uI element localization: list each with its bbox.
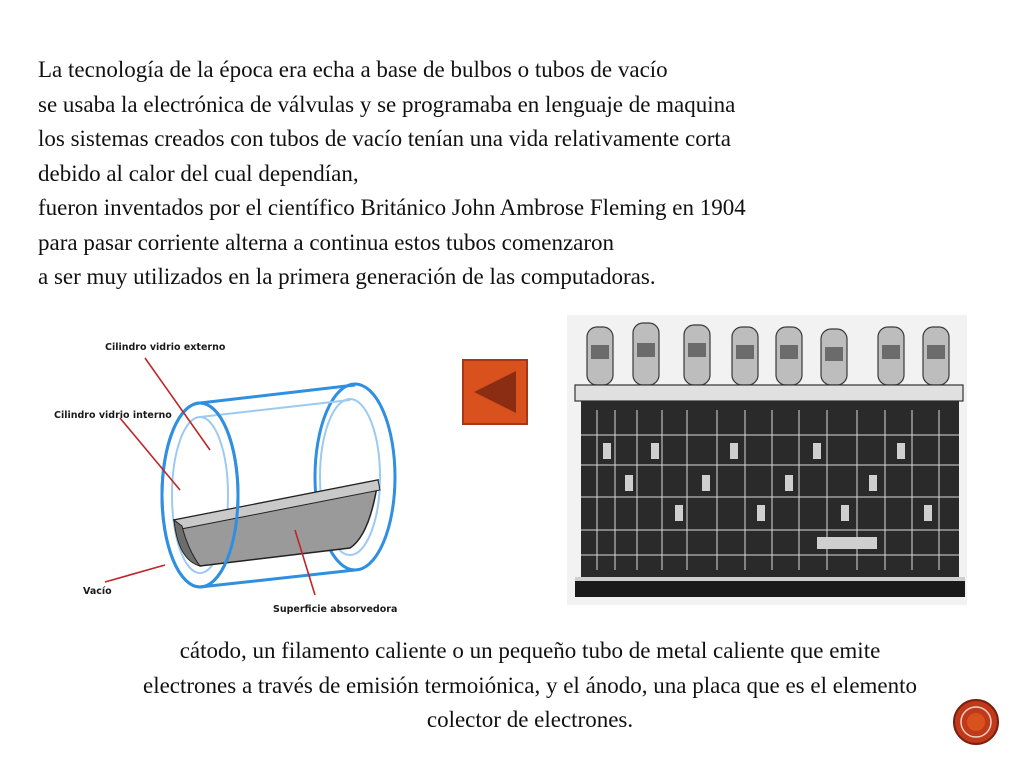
pointer-line [144, 357, 211, 451]
paragraph-line: La tecnología de la época era echa a bas… [38, 57, 668, 82]
paragraph-line: para pasar corriente alterna a continua … [38, 229, 615, 255]
pointer-line [104, 564, 166, 583]
vacuum-tube-diagram: Cilindro vidrio externo Cilindro vidrio … [50, 330, 440, 620]
vacuum-tube-computer-photo [567, 315, 967, 605]
label-outer-cylinder: Cilindro vidrio externo [105, 342, 226, 353]
pointer-line [119, 417, 181, 491]
circle-nav-icon [953, 699, 999, 745]
absorbing-surface [173, 479, 381, 567]
caption-line: colector de electrones. [426, 707, 634, 732]
inner-glass-cylinder [171, 398, 381, 574]
back-button[interactable] [462, 359, 528, 425]
paragraph-line: fueron inventados por el científico Brit… [38, 195, 746, 220]
paragraph-line: a ser muy utilizados en la primera gener… [38, 264, 656, 289]
label-vacuum: Vacío [83, 586, 112, 597]
back-arrow-icon [462, 359, 528, 425]
caption-line: electrones a través de emisión termoióni… [142, 672, 918, 698]
vacuum-tube-diagram-svg: Cilindro vidrio externo Cilindro vidrio … [54, 342, 397, 615]
paragraph-line: se usaba la electrónica de válvulas y se… [38, 91, 736, 117]
intro-paragraph: La tecnología de la época era echa a bas… [38, 53, 998, 295]
circle-nav-button[interactable] [952, 698, 1000, 746]
front-ring [160, 401, 240, 589]
caption-paragraph: cátodo, un filamento caliente o un peque… [40, 634, 1020, 738]
paragraph-line: los sistemas creados con tubos de vacío … [38, 126, 731, 151]
label-absorbing-surface: Superficie absorvedora [273, 604, 397, 615]
label-inner-cylinder: Cilindro vidrio interno [54, 410, 172, 421]
caption-line: cátodo, un filamento caliente o un peque… [179, 638, 881, 663]
paragraph-line: debido al calor del cual dependían, [38, 160, 359, 186]
pointer-line [294, 529, 316, 596]
photo-illustration [567, 315, 967, 605]
